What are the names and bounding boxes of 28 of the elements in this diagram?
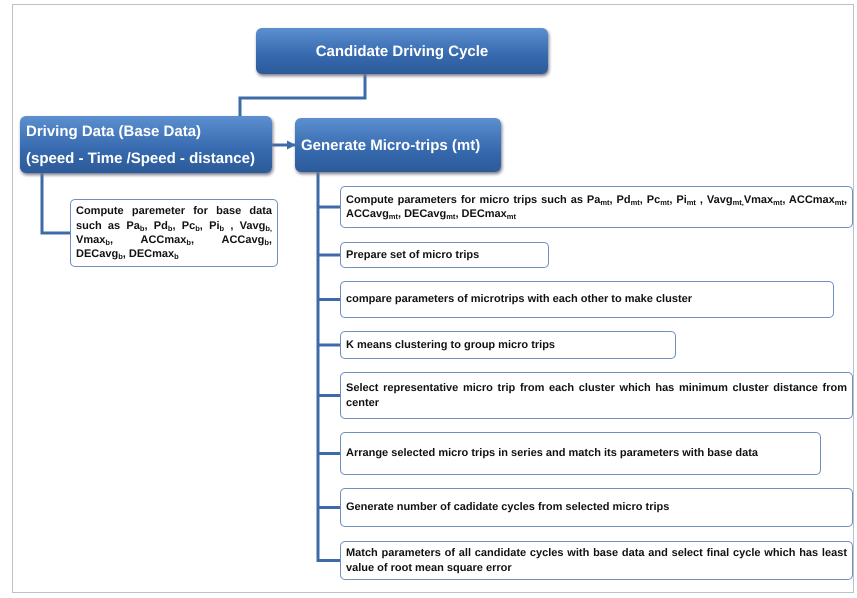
box-text: Compute paremeter for base data such as Pa$_{b}$, Pd$_{b}$, Pc$_{b}$, Pi$_{b}$ , Vavg$_{b,}$ Vmax$_{b}$, ACCmax$_{b}$, ACCavg$_{b}$, DECavg$_{b}$, DECmax$_{b}$ <box>76 204 272 262</box>
box-text: Compute parameters for micro trips such as Pa$_{mt}$, Pd$_{mt}$, Pc$_{mt}$, Pi$_{mt}$ , Vavg$_{mt,}$Vmax$_{mt}$, ACCmax$_{mt}$, ACCavg$_{mt}$, DECavg$_{mt}$, DECmax$_{mt}$ <box>346 192 847 222</box>
box-text: (speed - Time /Speed - distance) <box>25 150 256 166</box>
process-box <box>340 186 853 228</box>
box-text: Driving Data (Base Data) <box>25 122 202 140</box>
box-text: compare parameters of microtrips with each other to make cluster <box>346 292 694 307</box>
title-box <box>20 116 272 173</box>
box-text: Candidate Driving Cycle <box>314 42 490 60</box>
process-box <box>340 432 821 475</box>
box-text: Match parameters of all candidate cycles with base data and select final cycle which has least value of root mean square error <box>346 546 847 575</box>
process-box <box>340 331 676 359</box>
process-box <box>340 242 549 268</box>
box-text: Arrange selected micro trips in series and match its parameters with base data <box>346 446 760 461</box>
title-box <box>295 118 501 172</box>
box-text: Prepare set of micro trips <box>346 248 480 262</box>
arrow <box>272 140 296 150</box>
process-box <box>340 488 853 527</box>
process-box <box>70 199 278 267</box>
process-box <box>340 541 853 580</box>
box-text: Generate number of cadidate cycles from selected micro trips <box>346 500 670 515</box>
connector-line <box>40 173 70 234</box>
process-box <box>340 281 834 318</box>
process-box <box>340 372 853 419</box>
title-box <box>256 28 548 74</box>
connector-line <box>238 74 366 116</box>
box-text: Select representative micro trip from each cluster which has minimum cluster distance from center <box>346 381 847 410</box>
box-text: Generate Micro-trips (mt) <box>300 136 482 154</box>
box-text: K means clustering to group micro trips <box>346 338 556 352</box>
